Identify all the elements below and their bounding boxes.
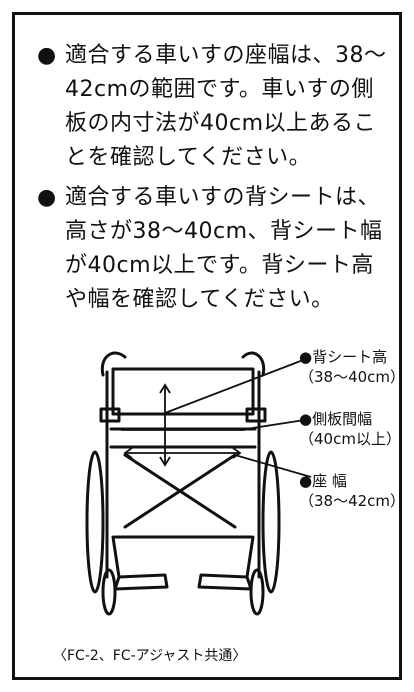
wheelchair-illustration — [85, 351, 312, 616]
bullet-marker: ● — [37, 43, 57, 68]
right-caster — [249, 568, 265, 616]
back-upholstery — [111, 367, 255, 416]
label-side-gap: ●側板間幅 （40cm以上） — [299, 410, 401, 448]
left-armrest-cap — [99, 407, 121, 423]
right-push-handle — [241, 351, 266, 377]
cross-brace-2 — [123, 453, 237, 529]
left-wheel — [85, 450, 105, 594]
bullet-text: 適合する車いすの背シートは、高さが38〜40cm、背シート幅が40cm以上です。… — [65, 185, 383, 312]
bullet-text: 適合する車いすの座幅は、38〜42cmの範囲です。車いすの側板の内寸法が40cm… — [65, 43, 387, 170]
left-push-handle — [100, 351, 127, 377]
right-footplate — [197, 573, 253, 591]
left-leg — [111, 535, 121, 579]
leader-back-height — [164, 356, 312, 414]
leader-seat-width — [234, 454, 312, 478]
left-footplate — [113, 573, 169, 591]
arrow-head-up — [159, 383, 171, 394]
left-caster — [101, 568, 117, 616]
bullet-seat-width: ● 適合する車いすの座幅は、38〜42cmの範囲です。車いすの側板の内寸法が40… — [37, 39, 389, 175]
label-back-height: ●背シート高 （38〜40cm） — [299, 348, 406, 386]
label-seat-width: ●座 幅 （38〜42cm） — [299, 472, 406, 510]
leader-side-gap — [239, 418, 312, 431]
right-wheel — [261, 450, 281, 594]
info-panel: ● 適合する車いすの座幅は、38〜42cmの範囲です。車いすの側板の内寸法が40… — [12, 12, 405, 680]
arrow-head-down — [159, 456, 171, 467]
right-armrest-cap — [245, 407, 267, 423]
figure-caption: 〈FC-2、FC-アジャスト共通〉 — [53, 648, 247, 664]
wheelchair-diagram: ●背シート高 （38〜40cm） ●側板間幅 （40cm以上） ●座 幅 （38… — [85, 337, 405, 637]
arrow-head-left — [123, 447, 133, 459]
bullet-back-seat: ● 適合する車いすの背シートは、高さが38〜40cm、背シート幅が40cm以上で… — [37, 181, 389, 317]
arrow-head-right — [232, 447, 242, 459]
right-leg — [245, 535, 255, 579]
bullet-marker: ● — [37, 185, 57, 210]
